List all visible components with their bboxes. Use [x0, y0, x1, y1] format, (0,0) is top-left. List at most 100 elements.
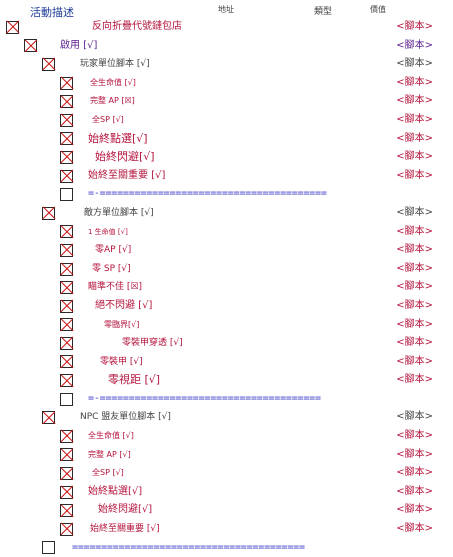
cheat-entry-row[interactable]: 始終閃避[√]<腳本>	[0, 148, 453, 167]
entry-value: <腳本>	[396, 206, 433, 218]
cheat-entry-row[interactable]: 零裝甲穿透 [√]<腳本>	[0, 334, 453, 353]
active-checkbox[interactable]	[60, 467, 73, 481]
active-checkbox[interactable]	[60, 522, 73, 536]
entry-description: 啟用 [√]	[60, 39, 98, 51]
cheat-entry-row[interactable]: 啟用 [√]<腳本>	[0, 37, 453, 56]
active-checkbox[interactable]	[60, 429, 73, 443]
cheat-entry-row[interactable]: 零AP [√]<腳本>	[0, 241, 453, 260]
entry-description: 敵方單位腳本 [√]	[84, 207, 154, 218]
entry-value: <腳本>	[396, 430, 433, 442]
cheat-entry-row[interactable]: 玩家單位腳本 [√]<腳本>	[0, 55, 453, 74]
cheat-entry-row[interactable]: 1 生命值 [√] <腳本>	[0, 223, 453, 242]
entry-value: <腳本>	[396, 169, 433, 181]
active-checkbox[interactable]	[60, 504, 73, 518]
entry-description: 全生命值 [√]	[90, 77, 136, 87]
separator-line: ========================================	[72, 541, 305, 553]
entry-description: 零視距 [√]	[108, 373, 161, 387]
active-checkbox[interactable]	[60, 169, 73, 183]
entry-value: <腳本>	[396, 318, 433, 330]
entry-value: <腳本>	[396, 337, 433, 349]
column-header-value[interactable]: 價值	[370, 5, 386, 14]
entry-value: <腳本>	[396, 225, 433, 237]
separator-row[interactable]: =-======================================	[0, 390, 453, 409]
entry-description: 始終點選[√]	[88, 485, 143, 497]
cheat-entry-row[interactable]: 瞄準不佳 [☒]<腳本>	[0, 278, 453, 297]
entry-description: 全生命值 [√]	[88, 431, 134, 441]
separator-row[interactable]: ========================================	[0, 539, 453, 557]
active-checkbox[interactable]	[60, 132, 73, 146]
active-checkbox[interactable]	[60, 262, 73, 276]
cheat-table-rows: 反向折疊代號鏈包店<腳本>啟用 [√]<腳本>玩家單位腳本 [√]<腳本>全生命…	[0, 18, 453, 557]
active-checkbox[interactable]	[60, 318, 73, 332]
cheat-entry-row[interactable]: 零視距 [√] <腳本>	[0, 371, 453, 390]
entry-description: 完整 AP [☒]	[90, 96, 135, 106]
active-checkbox[interactable]	[6, 20, 19, 34]
column-header-address[interactable]: 地址	[218, 5, 234, 14]
cheat-entry-row[interactable]: 完整 AP [☒] <腳本>	[0, 92, 453, 111]
active-checkbox[interactable]	[60, 188, 73, 202]
entry-description: 1 生命值 [√]	[88, 227, 128, 236]
entry-value: <腳本>	[396, 485, 433, 497]
entry-value: <腳本>	[396, 58, 433, 70]
entry-value: <腳本>	[396, 374, 433, 386]
entry-value: <腳本>	[396, 95, 433, 107]
cheat-entry-row[interactable]: 絕不閃避 [√]<腳本>	[0, 297, 453, 316]
cheat-entry-row[interactable]: 始終至關重要 [√] <腳本>	[0, 167, 453, 186]
entry-value: <腳本>	[396, 448, 433, 460]
cheat-entry-row[interactable]: 零 SP [√]<腳本>	[0, 260, 453, 279]
column-header-description[interactable]: 活動描述	[30, 6, 74, 19]
entry-value: <腳本>	[396, 467, 433, 479]
cheat-entry-row[interactable]: 始終點選[√] <腳本>	[0, 483, 453, 502]
entry-value: <腳本>	[396, 76, 433, 88]
cheat-entry-row[interactable]: 全生命值 [√] <腳本>	[0, 427, 453, 446]
active-checkbox[interactable]	[60, 299, 73, 313]
cheat-entry-row[interactable]: 全生命值 [√] <腳本>	[0, 74, 453, 93]
entry-description: NPC 盟友單位腳本 [√]	[80, 412, 171, 423]
active-checkbox[interactable]	[42, 541, 55, 555]
active-checkbox[interactable]	[60, 113, 73, 127]
entry-description: 始終閃避[√]	[98, 504, 153, 516]
entry-value: <腳本>	[396, 151, 433, 163]
entry-value: <腳本>	[396, 355, 433, 367]
cheat-entry-row[interactable]: 敵方單位腳本 [√] <腳本>	[0, 204, 453, 223]
active-checkbox[interactable]	[42, 57, 55, 71]
active-checkbox[interactable]	[60, 243, 73, 257]
active-checkbox[interactable]	[60, 336, 73, 350]
entry-description: 始終點選[√]	[88, 131, 148, 145]
entry-description: 瞄準不佳 [☒]	[88, 282, 142, 293]
entry-value: <腳本>	[396, 113, 433, 125]
active-checkbox[interactable]	[24, 39, 37, 53]
cheat-entry-row[interactable]: 始終至關重要 [√] <腳本>	[0, 520, 453, 539]
active-checkbox[interactable]	[60, 225, 73, 239]
entry-description: 始終至關重要 [√]	[90, 524, 160, 535]
entry-value: <腳本>	[396, 132, 433, 144]
entry-value: <腳本>	[396, 299, 433, 311]
cheat-entry-row[interactable]: 零裝甲 [√]<腳本>	[0, 353, 453, 372]
active-checkbox[interactable]	[42, 411, 55, 425]
cheat-entry-row[interactable]: 反向折疊代號鏈包店<腳本>	[0, 18, 453, 37]
column-header-type[interactable]: 類型	[314, 7, 333, 17]
active-checkbox[interactable]	[60, 355, 73, 369]
cheat-entry-row[interactable]: 完整 AP [√]<腳本>	[0, 446, 453, 465]
active-checkbox[interactable]	[60, 448, 73, 462]
cheat-entry-row[interactable]: 全SP [√]<腳本>	[0, 111, 453, 130]
active-checkbox[interactable]	[60, 392, 73, 406]
cheat-entry-row[interactable]: 零臨界[√]<腳本>	[0, 316, 453, 335]
entry-description: 全SP [√]	[92, 468, 124, 478]
active-checkbox[interactable]	[60, 150, 73, 164]
active-checkbox[interactable]	[60, 374, 73, 388]
cheat-entry-row[interactable]: 始終點選[√] <腳本>	[0, 130, 453, 149]
cheat-entry-row[interactable]: NPC 盟友單位腳本 [√] <腳本>	[0, 408, 453, 427]
cheat-entry-row[interactable]: 始終閃避[√]<腳本>	[0, 501, 453, 520]
active-checkbox[interactable]	[60, 95, 73, 109]
cheat-entry-row[interactable]: 全SP [√] <腳本>	[0, 464, 453, 483]
active-checkbox[interactable]	[60, 281, 73, 295]
entry-value: <腳本>	[396, 411, 433, 423]
entry-value: <腳本>	[396, 262, 433, 274]
entry-description: 始終至關重要 [√]	[88, 169, 166, 181]
entry-value: <腳本>	[396, 523, 433, 535]
active-checkbox[interactable]	[60, 76, 73, 90]
separator-row[interactable]: =-======================================…	[0, 185, 453, 204]
active-checkbox[interactable]	[42, 206, 55, 220]
active-checkbox[interactable]	[60, 485, 73, 499]
